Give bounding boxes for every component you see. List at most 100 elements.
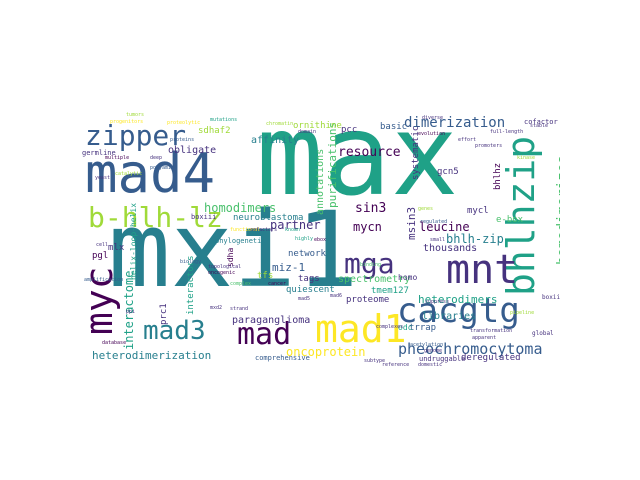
word-cloud: max mxi1 mad4 bhlhzip zipper b-hlh-lz my…: [80, 110, 560, 370]
word-ebox: ebox: [314, 237, 327, 243]
word-domain: domain: [298, 129, 317, 135]
word-boxii: boxii: [542, 294, 560, 301]
word-tfs: tfs: [257, 271, 274, 281]
word-domestic: domestic: [418, 362, 443, 368]
word-full-length: full-length: [490, 129, 524, 135]
word-mga: mga: [344, 247, 395, 280]
word-pheochromocytoma: pheochromocytoma: [398, 340, 543, 358]
word-kinase: kinase: [517, 155, 536, 161]
word-reference: reference: [382, 362, 410, 368]
word-acetylation: acetylation: [410, 342, 444, 348]
word-biology: biology: [180, 259, 202, 265]
word-leucine: leucine: [419, 220, 470, 234]
word-thousands: thousands: [423, 243, 478, 254]
word-proteins: proteins: [170, 137, 195, 143]
word-deregulated: deregulated: [461, 353, 521, 363]
word-mxd2: mxd2: [210, 305, 223, 311]
word-b-hlh-lz: b-hlh-lz: [88, 201, 223, 234]
word-homodimers: homodimers: [204, 201, 277, 215]
word-obligate: obligate: [168, 145, 217, 156]
word-partner: partner: [270, 218, 321, 232]
word-cofactors: cofactors: [250, 227, 278, 233]
word-bhlhz: bhlhz: [493, 162, 503, 190]
word-suppress: suppress: [425, 299, 450, 305]
word-trrap: trrap: [409, 323, 437, 333]
word-stable: stable: [530, 123, 549, 129]
word-functional: functional: [230, 227, 261, 233]
word-deep: deep: [150, 155, 163, 161]
word-germline: germline: [82, 149, 116, 157]
word-binding: binding: [360, 262, 382, 268]
word-ppi: ppi: [126, 309, 136, 315]
word-mad6: mad6: [330, 293, 343, 299]
word-complexes: complexes: [376, 324, 404, 330]
word-neuroblastoma: neuroblastoma: [233, 213, 304, 223]
word-mxi1: mxi1: [108, 189, 359, 311]
word-quiescent: quiescent: [286, 285, 335, 295]
word-mad4: mad4: [85, 142, 216, 205]
word-paraganglioma: paraganglioma: [232, 315, 311, 326]
word-database: database: [102, 340, 127, 346]
word-cofactor: cofactor: [524, 118, 558, 126]
word-subtype: subtype: [364, 358, 386, 364]
word-cancer: cancer: [268, 281, 287, 287]
word-msin3: msin3: [405, 206, 418, 240]
word-libraries: libraries: [422, 311, 477, 322]
word-tags: tags: [298, 274, 320, 284]
word-regulated: regulated: [420, 219, 448, 225]
word-progenitors: progenitors: [110, 119, 144, 125]
word-oncogenic: oncogenic: [208, 270, 236, 276]
word-zipper: zipper: [85, 119, 187, 152]
word-pgl: pgl: [92, 251, 109, 261]
word-chromatin: chromatin: [266, 121, 294, 127]
word-multiple: multiple: [105, 155, 130, 161]
word-affinity: affinity: [251, 135, 300, 146]
word-genome: genome: [424, 348, 443, 354]
word-homodimerizes: homodimerizes: [555, 155, 560, 265]
word-promoters: promoters: [475, 143, 503, 149]
word-proteolytic: proteolytic: [167, 120, 201, 126]
word-e-box: e-box: [496, 215, 524, 225]
word-phylogenetic: phylogenetic: [215, 237, 266, 245]
word-polyamine: polyamine: [150, 165, 178, 171]
word-purifications: purifications: [326, 121, 339, 208]
word-bhlh-zip: bhlh-zip: [446, 232, 504, 246]
word-effort: effort: [458, 137, 477, 143]
word-mad5: mad5: [298, 296, 311, 302]
word-miz-1: miz-1: [272, 261, 306, 274]
word-global: global: [532, 330, 554, 337]
word-small: small: [430, 237, 446, 243]
word-cell: cell: [96, 242, 109, 248]
word-comprehensive: comprehensive: [255, 354, 310, 362]
word-boxiii: boxiii: [191, 213, 217, 221]
word-genes: genes: [418, 206, 434, 212]
word-mutations: mutations: [210, 117, 238, 123]
word-max: max: [256, 110, 459, 221]
word-prc1: prc1: [159, 303, 169, 325]
word-tmem127: tmem127: [371, 286, 409, 296]
word-oncoprotein: oncoprotein: [286, 345, 366, 359]
word-mad3: mad3: [143, 316, 206, 346]
word-sdhaf2: sdhaf2: [198, 126, 231, 136]
word-evolution: evolution: [418, 131, 446, 137]
word-network: network: [288, 249, 326, 259]
word-basic: basic: [380, 122, 408, 132]
word-amplification: amplification: [84, 277, 124, 283]
word-proteome: proteome: [346, 295, 390, 305]
word-sin3: sin3: [355, 201, 387, 216]
word-mad: mad: [237, 317, 292, 352]
word-helix-loop-helix: helix-loop-helix: [129, 202, 138, 280]
word-heterodimers: heterodimers: [418, 293, 498, 306]
word-strand: strand: [230, 306, 249, 312]
word-ornithine: ornithine: [293, 121, 342, 131]
word-mycn: mycn: [353, 220, 382, 234]
word-dimerization: dimerization: [404, 115, 506, 131]
word-undruggable: undruggable: [419, 355, 466, 363]
word-topological: topological: [208, 264, 242, 270]
word-pipeline: pipeline: [510, 310, 535, 316]
word-cacgtg: cacgtg: [397, 291, 520, 331]
word-resource: resource: [338, 145, 401, 160]
word-odc: odc: [398, 323, 413, 332]
word-transformation: transformation: [470, 328, 513, 334]
word-heterodimerization: heterodimerization: [92, 349, 212, 362]
